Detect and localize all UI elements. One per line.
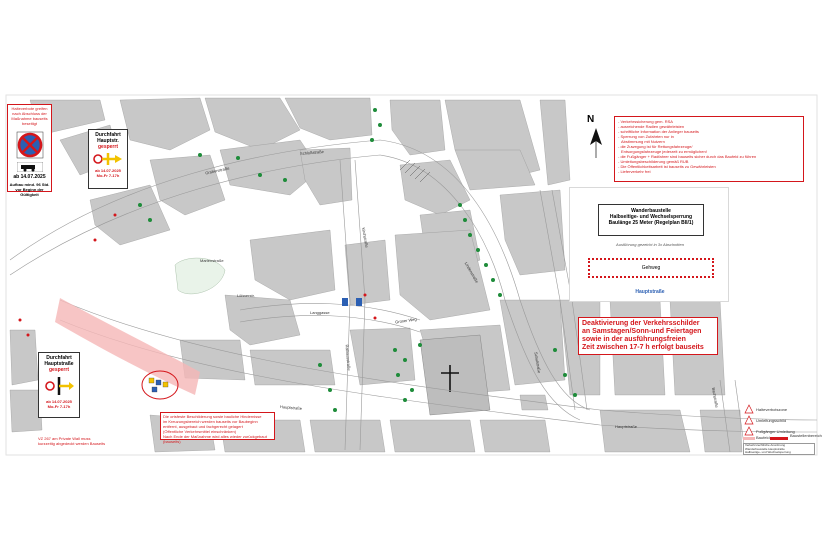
warning-markers	[18, 213, 377, 337]
street-label: Langgasse	[310, 310, 330, 315]
sign-cluster-marker	[141, 370, 179, 400]
note-line: - Sperrung von Zufahrten nur in	[618, 134, 674, 139]
north-label: N	[587, 114, 595, 125]
bottom-note-line: Nach Ende der Maßnahme wird alles wieder…	[163, 434, 267, 444]
regelplan-length: Baulänge 25 Meter (Regelplan BII/1)	[608, 220, 694, 226]
regelplan-subtitle: Halbseitige- und Wechselsperrung	[609, 214, 693, 220]
parking-sign	[356, 298, 362, 306]
detour-street: Hauptstr.	[97, 138, 119, 144]
regelplan-note: Ausführung gezeicht in 3x Abschnitten	[616, 242, 684, 247]
note-line: - Umleitungsbeschilderung gemäß RUB	[618, 159, 689, 164]
note-line: - die Fußgänger + Radfahrer sind bauseit…	[618, 154, 757, 159]
title-block-line: Wanderbaustelle Hauptstraße	[745, 446, 785, 451]
parking-sign	[342, 298, 348, 306]
detour-street: Hauptstraße	[44, 361, 74, 367]
regelplan-title: Wanderbaustelle	[631, 208, 671, 214]
bottom-note-line: Die ortsfeste Beschilderung sowie baulic…	[163, 414, 262, 419]
no-stopping-sign-icon	[16, 131, 43, 159]
detour-status: gesperrt	[97, 144, 118, 150]
note-line: Abstimmung mit Nutzern	[621, 139, 665, 144]
sign-caption: Aufbau mind. 96 Std. vor Beginn der Gült…	[9, 182, 50, 197]
bottom-note-line: entfernt, ausgebaut und fachgerecht gela…	[163, 424, 243, 429]
closure-zone	[55, 298, 200, 395]
legend-item: Halteverbotszone	[756, 407, 788, 412]
street-label: Hauptstraße	[615, 424, 638, 429]
detour-date: ab 14.07.2025	[95, 168, 121, 173]
tow-truck-icon	[16, 162, 43, 172]
trees	[138, 108, 577, 412]
park-area	[174, 257, 226, 295]
note-line: - schriftliche Information der Anlieger …	[618, 129, 699, 134]
note-line: - Verkehrssicherung gem. RSA	[618, 119, 673, 124]
detour-days: Mo-Fr 7-17h	[47, 404, 71, 409]
title-block: Verkehrsrechtliche Anordnung Wanderbaust…	[743, 443, 815, 455]
detour-status: gesperrt	[48, 367, 69, 373]
deactivation-notice: Deaktivierung der Verkehrsschilder an Sa…	[578, 317, 718, 355]
bottom-left-note-line: kurzzeitig abgedeckt werden Bauseits	[38, 441, 106, 446]
street-label: Marienstraße	[200, 258, 224, 263]
detour-arrow-icon	[45, 377, 74, 395]
notes-box: - Verkehrssicherung gem. RSA - ausreiche…	[614, 116, 804, 182]
legend-item: Umleitungsschild	[756, 418, 787, 423]
note-line: Entsorgungsfahrzeuge jederzeit zu ermögl…	[621, 149, 707, 154]
detour-arrow-icon	[93, 153, 122, 165]
bottom-left-note: VZ 267 am Private Wall muss kurzzeitig a…	[38, 436, 133, 446]
legend: Halteverbotszone Umleitungsschild Fußgän…	[756, 405, 816, 438]
regelplan-sidewalk: Gehweg	[588, 258, 714, 278]
legend-item: Baufeld	[756, 435, 770, 440]
deactivation-line: sowie in der ausführungsfreien	[582, 336, 686, 343]
title-block-line: Halbseitige- und Wechselsperrung	[745, 450, 791, 454]
bottom-note-box: Die ortsfeste Beschilderung sowie baulic…	[160, 412, 275, 444]
detour-sign-lower: Durchfahrt Hauptstraße gesperrt ab 14.07…	[38, 352, 80, 418]
detour-title: Durchfahrt	[46, 355, 72, 361]
crosswalk-hatching	[399, 159, 431, 183]
church-building	[419, 334, 491, 416]
note-line: - Die Öffentlichkeitsarbeit ist bauseits…	[618, 164, 716, 169]
road-network	[9, 139, 818, 453]
legend-symbols	[743, 404, 788, 440]
detour-title: Durchfahrt	[95, 132, 121, 138]
detour-sign-upper: Durchfahrt Hauptstr. gesperrt ab 14.07.2…	[88, 129, 128, 189]
deactivation-line: an Samstagen/Sonn-und Feiertagen	[582, 328, 702, 335]
bottom-left-note-line: VZ 267 am Private Wall muss	[38, 436, 91, 441]
deactivation-line: Deaktivierung der Verkehrsschilder	[582, 320, 700, 327]
detour-days: Mo-Fr 7-17h	[96, 173, 120, 178]
title-block-line: Verkehrsrechtliche Anordnung	[745, 443, 786, 447]
note-line: - Lieferverkehr frei	[618, 169, 651, 174]
parking-ban-sign-panel: Halteverbote greifen nach Abschluss der …	[7, 104, 52, 197]
regelplan-box: Wanderbaustelle Halbseitige- und Wechsel…	[569, 187, 729, 302]
bottom-note-line: im Kreuzungsbereich werden bauseits vor …	[163, 419, 258, 424]
note-line: - die Zuwegung ist für Rettungsfahrzeuge…	[618, 144, 693, 149]
sign-cluster	[148, 377, 169, 393]
legend-item: Baustellenbereich	[790, 433, 822, 438]
north-arrow	[590, 128, 602, 158]
note-line: - ausreichende Radien gewährleisten	[618, 124, 685, 129]
sign-date: ab 14.07.2025	[13, 174, 46, 180]
deactivation-line: Zeit zwischen 17-7 h erfolgt bauseits	[582, 344, 704, 351]
detour-date: ab 14.07.2025	[46, 399, 72, 404]
sidewalk-label: Gehweg	[641, 265, 661, 271]
sign-top-note: Halteverbote greifen nach Abschluss der …	[11, 106, 48, 126]
bottom-note-line: (Öffentliche Verkehrsmittel einschränken…	[163, 429, 237, 434]
regelplan-street: Hauptstraße	[635, 289, 665, 295]
street-label: Löhnerstr.	[237, 293, 255, 298]
legend-item: Fußgänger Umleitung	[756, 429, 795, 434]
